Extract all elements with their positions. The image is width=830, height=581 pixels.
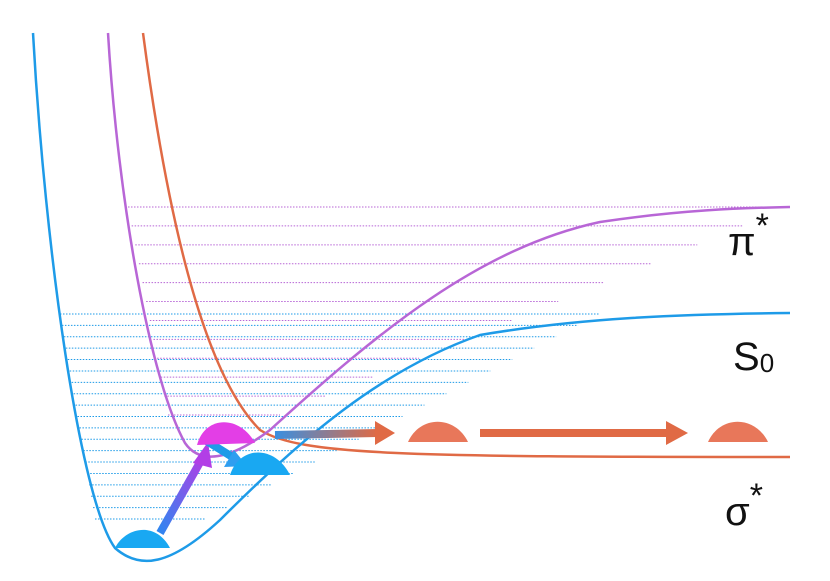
s0-vibrational-levels bbox=[60, 313, 600, 520]
transfer-arrow-to-sigma bbox=[274, 421, 395, 445]
s0-label: S0 bbox=[733, 335, 774, 379]
s0-curve bbox=[31, 32, 791, 563]
dissociation-arrow bbox=[480, 421, 688, 445]
wavepacket-sigma-1 bbox=[408, 421, 468, 442]
sigma-star-label: σ* bbox=[725, 477, 763, 534]
pi-star-vibrational-levels bbox=[128, 206, 790, 416]
wavepacket-sigma-2 bbox=[708, 421, 768, 442]
pi-star-curve bbox=[106, 32, 791, 458]
wavepacket-s0-relaxed bbox=[230, 452, 290, 475]
pi-star-label: π* bbox=[728, 207, 769, 264]
wavepacket-s0-ground bbox=[115, 529, 170, 548]
sigma-star-curve bbox=[141, 32, 791, 459]
excitation-arrow bbox=[156, 442, 212, 535]
wavepacket-pi-star bbox=[197, 422, 255, 445]
